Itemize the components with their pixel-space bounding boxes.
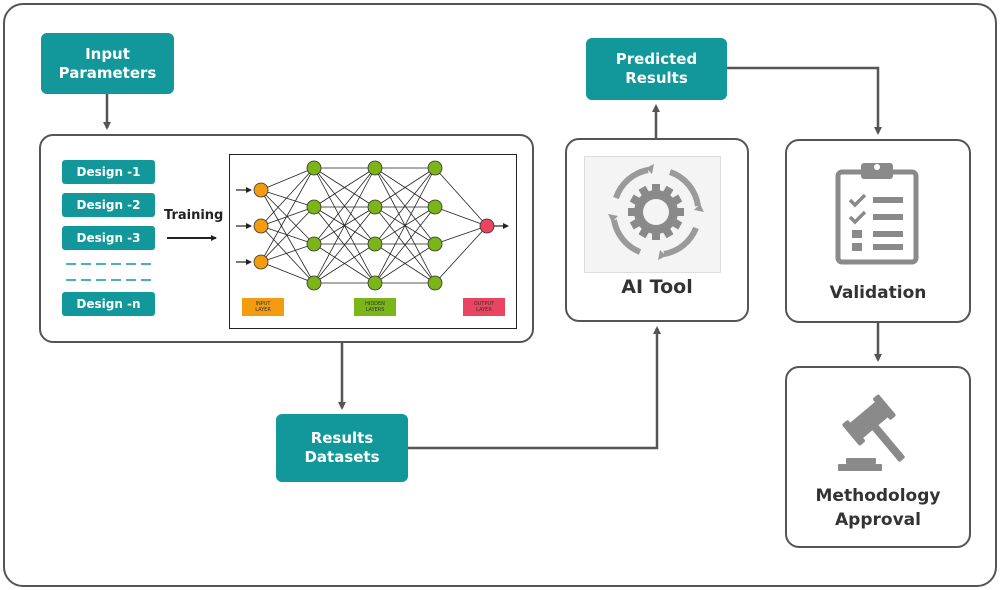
nn-input-node — [253, 254, 269, 270]
nn-input-node — [253, 218, 269, 234]
design-1-box: Design -1 — [62, 160, 155, 184]
nn-edge — [260, 167, 315, 263]
nn-hidden-node — [427, 275, 443, 291]
nn-edge — [260, 261, 315, 284]
design-2-box: Design -2 — [62, 193, 155, 217]
nn-hidden-node — [427, 160, 443, 176]
nn-edge — [260, 167, 315, 191]
nn-hidden-node — [306, 236, 322, 252]
nn-edge — [434, 206, 488, 227]
nn-edge — [434, 225, 488, 245]
validation-label: Validation — [829, 283, 927, 303]
methodology-approval-label: Methodology Approval — [815, 486, 941, 530]
nn-edge — [260, 225, 315, 284]
nn-edge — [260, 189, 315, 208]
nn-edge — [260, 206, 315, 227]
nn-edge — [374, 167, 436, 208]
gear-tooth — [652, 184, 660, 194]
gear-tooth — [652, 230, 660, 240]
connectors — [103, 66, 882, 450]
nn-hidden-node — [427, 236, 443, 252]
nn-hidden-node — [427, 199, 443, 215]
design-n-box: Design -n — [62, 292, 155, 316]
nn-edge — [260, 206, 315, 263]
nn-edge — [260, 189, 315, 245]
nn-edge — [313, 243, 376, 284]
nn-edge — [260, 243, 315, 263]
nn-edge — [374, 206, 436, 284]
input-parameters-box: Input Parameters — [41, 33, 174, 94]
nn-edge — [260, 189, 315, 284]
nn-hidden-node — [306, 199, 322, 215]
nn-output-node — [479, 218, 495, 234]
nn-edge — [434, 225, 488, 284]
input-layer-legend: INPUT LAYER — [242, 298, 284, 316]
ai-tool-image — [584, 156, 721, 273]
clipboard-checklist-icon — [835, 163, 919, 265]
neural-network-graph — [236, 160, 509, 291]
gavel-icon — [838, 394, 905, 471]
nn-input-node — [253, 182, 269, 198]
output-layer-legend: OUTPUT LAYER — [463, 298, 505, 316]
nn-edge — [313, 167, 376, 208]
hidden-layers-legend: HIDDEN LAYERS — [354, 298, 396, 316]
nn-edge — [434, 167, 488, 227]
nn-hidden-node — [306, 275, 322, 291]
nn-edge — [374, 167, 436, 284]
nn-hidden-node — [367, 199, 383, 215]
arrow-results-to-ai — [408, 326, 661, 450]
design-ellipsis-dashes — [66, 263, 152, 281]
nn-hidden-node — [367, 275, 383, 291]
nn-edge — [313, 167, 376, 284]
nn-edge — [374, 167, 436, 245]
gear-icon — [608, 164, 704, 260]
nn-hidden-node — [367, 236, 383, 252]
training-label: Training — [164, 208, 224, 223]
design-3-box: Design -3 — [62, 226, 155, 250]
diagram-frame — [3, 3, 997, 587]
nn-edge — [313, 167, 376, 245]
ai-tool-label: AI Tool — [621, 276, 693, 298]
results-datasets-box: Results Datasets — [276, 414, 408, 482]
nn-edge — [260, 167, 315, 227]
nn-edge — [313, 206, 376, 284]
predicted-results-box: Predicted Results — [586, 38, 727, 100]
nn-hidden-node — [306, 160, 322, 176]
nn-edge — [374, 243, 436, 284]
nn-hidden-node — [367, 160, 383, 176]
arrow-predicted-to-validation — [727, 66, 882, 135]
